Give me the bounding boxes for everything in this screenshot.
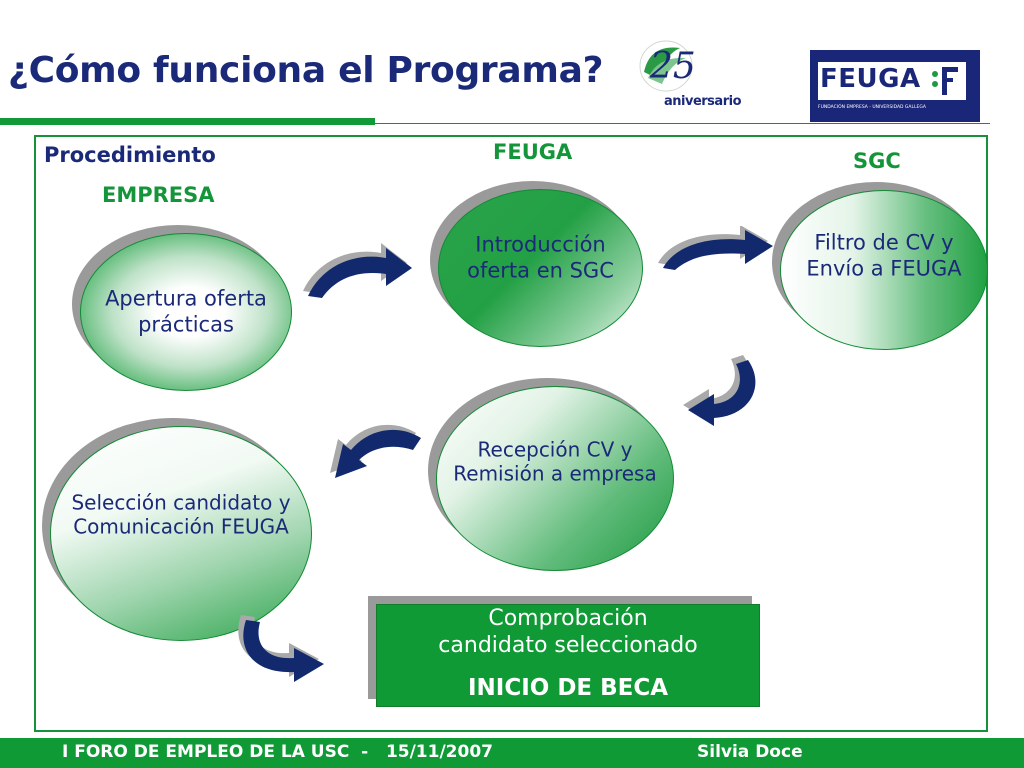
step-apertura-oferta: Apertura oferta prácticas (72, 225, 292, 391)
curved-arrow-icon (683, 355, 756, 426)
feuga-logo-tagline: FUNDACIÓN EMPRESA - UNIVERSIDAD GALLEGA (818, 105, 926, 110)
footer-bar: I FORO DE EMPLEO DE LA USC - 15/11/2007 … (0, 738, 1024, 768)
step-4-line-1: Recepción CV y (477, 437, 633, 462)
diagram-frame (34, 135, 988, 732)
feuga-label: FEUGA (493, 140, 573, 164)
step-3-line-2: Envío a FEUGA (806, 256, 962, 280)
sgc-label: SGC (853, 149, 901, 173)
anniversary-number: 25 (649, 46, 696, 87)
title-rule-line (375, 123, 990, 124)
final-step-box: Comprobación candidato seleccionado INIC… (368, 596, 760, 707)
final-box-line-3: INICIO DE BECA (467, 675, 669, 701)
step-4-line-2: Remisión a empresa (453, 461, 657, 486)
step-5-line-2: Comunicación FEUGA (73, 514, 289, 539)
step-1-line-2: prácticas (138, 312, 234, 336)
feuga-logo: FEUGA FUNDACIÓN EMPRESA - UNIVERSIDAD GA… (810, 50, 980, 122)
step-5-line-1: Selección candidato y (71, 490, 291, 515)
curved-arrow-icon (330, 424, 421, 478)
footer-author-text: Silvia Doce (697, 742, 803, 762)
final-box-line-2: candidato seleccionado (438, 633, 698, 658)
procedure-label: Procedimiento (44, 143, 216, 167)
step-introduccion-oferta: Introducción oferta en SGC (430, 181, 643, 347)
step-1-line-1: Apertura oferta (105, 286, 267, 311)
empresa-label: EMPRESA (102, 183, 215, 207)
title-rule-green (0, 118, 375, 125)
page-title: ¿Cómo funciona el Programa? (8, 50, 604, 91)
final-box-line-1: Comprobación (488, 606, 648, 631)
curved-arrow-icon (238, 615, 324, 682)
feuga-logo-text: FEUGA (820, 64, 921, 94)
curved-arrow-icon (658, 226, 773, 270)
step-recepcion-cv: Recepción CV y Remisión a empresa (428, 378, 674, 571)
step-2-line-2: oferta en SGC (467, 258, 614, 282)
anniversary-label: aniversario (664, 94, 742, 109)
step-3-line-1: Filtro de CV y (814, 230, 954, 255)
footer-event-text: I FORO DE EMPLEO DE LA USC - 15/11/2007 (62, 742, 493, 762)
step-seleccion-candidato: Selección candidato y Comunicación FEUGA (42, 418, 312, 641)
anniversary-logo: 25 (639, 40, 696, 92)
feuga-f-icon (929, 64, 961, 98)
step-filtro-cv: Filtro de CV y Envío a FEUGA (772, 182, 988, 350)
curved-arrow-icon (303, 243, 412, 298)
step-2-line-1: Introducción (475, 232, 606, 257)
